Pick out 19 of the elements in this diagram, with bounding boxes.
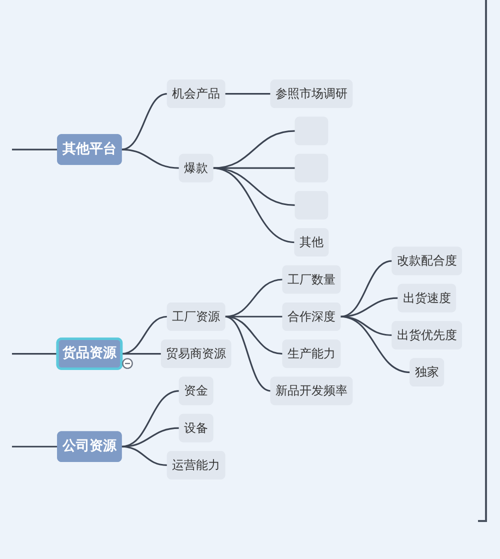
connector bbox=[121, 93, 168, 150]
connector bbox=[121, 316, 168, 355]
connector bbox=[340, 316, 410, 374]
connector bbox=[212, 130, 296, 169]
connector bbox=[12, 148, 58, 150]
connector bbox=[121, 446, 168, 466]
connector bbox=[340, 297, 398, 318]
connector bbox=[121, 427, 180, 448]
connector bbox=[224, 278, 283, 318]
connector bbox=[224, 316, 271, 392]
connector bbox=[121, 148, 180, 169]
connector bbox=[12, 446, 58, 448]
connector bbox=[12, 352, 58, 355]
connector bbox=[121, 390, 180, 448]
connector bbox=[340, 260, 392, 318]
connector bbox=[121, 352, 162, 355]
connector bbox=[224, 93, 271, 95]
connector bbox=[224, 316, 283, 355]
connector bbox=[212, 167, 295, 244]
